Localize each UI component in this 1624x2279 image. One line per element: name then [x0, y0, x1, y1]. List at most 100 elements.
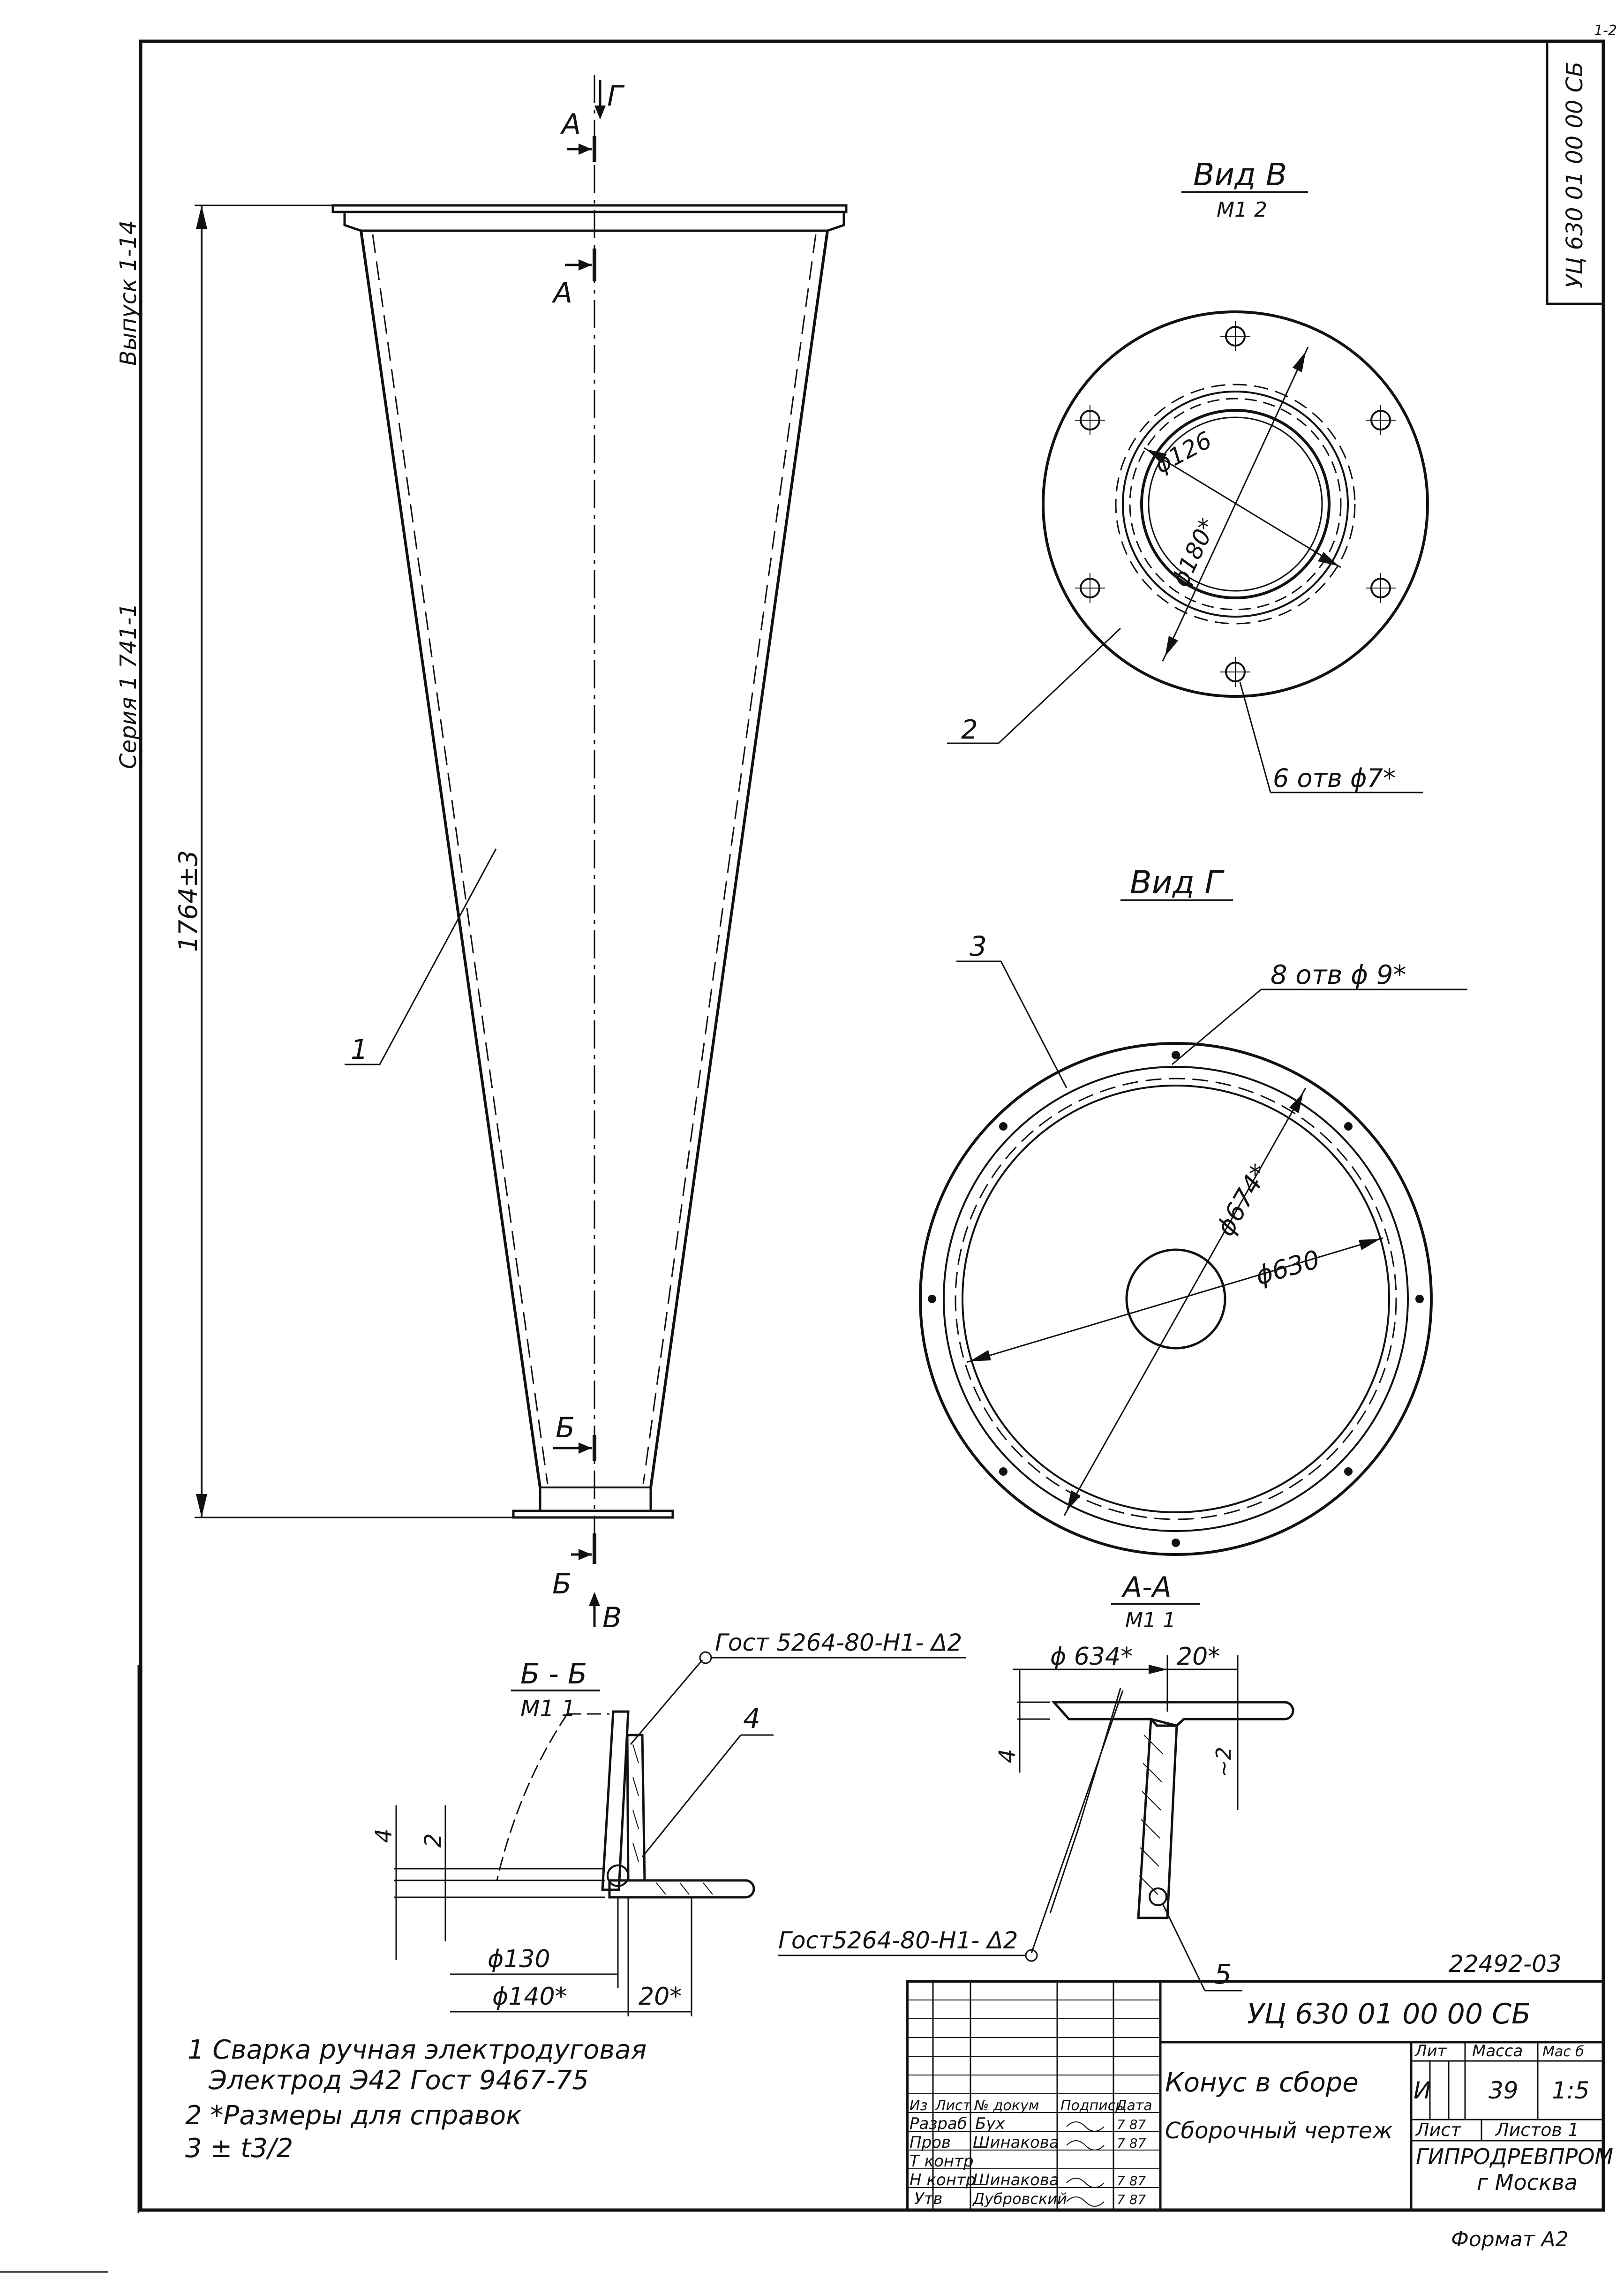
- technical-notes: 1 Сварка ручная электродуговая Электрод …: [185, 2035, 647, 2164]
- bb-weld-bead: [607, 1864, 629, 1887]
- inventory-number: 22492-03: [1449, 1950, 1562, 1977]
- tb-date-razrab: 7 87: [1117, 2117, 1146, 2132]
- note-2: 2 *Размеры для справок: [185, 2100, 522, 2131]
- dim-674-text: ϕ674*: [1210, 1159, 1275, 1241]
- tb-name-utv: Дубровский: [972, 2190, 1067, 2208]
- cone-wall-left: [360, 230, 541, 1488]
- dim-126-line: [1143, 447, 1341, 568]
- view-g-hole: [928, 1295, 936, 1303]
- tb-lit-label: Лит: [1414, 2042, 1447, 2060]
- title-block: 22492-03 УЦ 630 01 00 00 СБ Конус в сбор…: [906, 1950, 1613, 2211]
- drawing-frame: [139, 39, 1605, 2212]
- tb-org-line2: г Москва: [1477, 2170, 1578, 2195]
- view-g-hole: [1344, 1122, 1353, 1131]
- tb-col-sign: Подпись: [1060, 2098, 1124, 2114]
- view-g-label: Г: [607, 80, 625, 113]
- dim-2-bb-text: 2: [420, 1833, 446, 1848]
- view-g-holes: [928, 1051, 1424, 1547]
- view-g-hole: [999, 1122, 1007, 1131]
- view-b-holes: [1075, 321, 1396, 687]
- part-1-label: 1: [351, 1034, 368, 1065]
- view-g-ring-3: [962, 1085, 1390, 1513]
- section-bb-title: Б - Б: [520, 1658, 587, 1690]
- view-b-bolt-circle: [1115, 384, 1356, 625]
- bb-flange: [608, 1879, 755, 1899]
- dim-130-text: ϕ130: [488, 1945, 550, 1973]
- view-v-arrowhead: [589, 1592, 600, 1606]
- bottom-flange: [512, 1509, 674, 1519]
- tb-col-date: Дата: [1115, 2098, 1152, 2114]
- dim-2-aa-text: ~2: [1212, 1747, 1236, 1777]
- corner-mark: 1-2: [1594, 23, 1617, 39]
- note-1: 1 Сварка ручная электродуговая: [188, 2035, 647, 2065]
- view-b-title: Вид В: [1193, 157, 1287, 193]
- aa-weld-label: Гост5264-80-Н1- Δ2: [778, 1927, 1018, 1954]
- holes-leader: [1239, 682, 1271, 793]
- tb-hlines-right: [1411, 2060, 1603, 2142]
- tb-col-list: Лист: [935, 2098, 972, 2114]
- section-b-label-top: Б: [556, 1411, 575, 1444]
- section-b-arrowhead-low: [579, 1549, 592, 1560]
- view-b-hole-crosses: [1075, 321, 1396, 687]
- note-1b: Электрод Э42 Гост 9467-75: [208, 2065, 589, 2096]
- part-5-label: 5: [1214, 1958, 1232, 1990]
- issue-label: Выпуск 1-14: [115, 220, 142, 366]
- cone-hidden-left: [372, 234, 549, 1485]
- section-a-arrowhead-low: [579, 259, 592, 271]
- view-b-ring-2: [1129, 398, 1342, 611]
- part-2-leader: [998, 627, 1121, 744]
- cone-wall-right: [649, 230, 829, 1488]
- section-b-arrowhead-top: [579, 1442, 592, 1454]
- part-1-leader: [379, 848, 497, 1065]
- tb-mass-value: 39: [1489, 2077, 1519, 2104]
- tb-row-nkontr: Н контр: [910, 2171, 976, 2189]
- tb-col-izm: Из: [910, 2098, 927, 2114]
- section-a-label-low: А: [551, 277, 572, 309]
- bb-spigot: [626, 1734, 646, 1882]
- tb-hlines-left: [907, 2000, 1160, 2188]
- aa-weld-leader: [1030, 1690, 1124, 1954]
- dim-4-bb-text: 4: [371, 1828, 397, 1843]
- view-g-hole: [1172, 1051, 1180, 1059]
- view-g-title: Вид Г: [1130, 864, 1225, 901]
- view-g-outer: [919, 1042, 1433, 1556]
- dim-140-text: ϕ140*: [492, 1983, 567, 2011]
- bb-weld-symbol: [699, 1651, 712, 1664]
- part-4-leader: [641, 1735, 742, 1857]
- part-2-label: 2: [961, 715, 978, 745]
- section-a-label-top: А: [560, 108, 581, 141]
- holes-g-leader: [1172, 989, 1262, 1065]
- aa-wall: [1137, 1717, 1178, 1919]
- series-label: Серия 1 741-1: [115, 603, 142, 769]
- view-g-ring-1: [943, 1066, 1409, 1532]
- top-flange-ring: [343, 212, 845, 232]
- aa-flange: [1051, 1701, 1294, 1727]
- view-g-hole: [1415, 1295, 1424, 1303]
- tb-row-prov: Пров: [910, 2133, 951, 2152]
- tb-lit-value: И: [1413, 2077, 1431, 2104]
- view-b: Вид В М1 2 ϕ126 ϕ180* 2 6: [947, 157, 1429, 793]
- view-b-bore: [1140, 409, 1331, 599]
- tb-name-nkontr: Шинакова: [973, 2171, 1059, 2189]
- tb-row-utv: Утв: [914, 2189, 943, 2208]
- part-3-leader: [1000, 961, 1068, 1088]
- tb-col-doc: № докум: [973, 2098, 1039, 2114]
- bottom-spigot: [539, 1487, 652, 1511]
- cone-hidden-right: [642, 234, 817, 1485]
- tb-signatures: [1066, 2121, 1105, 2207]
- aa-hatch: [1139, 1735, 1163, 1895]
- part-3-label: 3: [970, 930, 987, 962]
- section-bb-scale: М1 1: [520, 1696, 576, 1722]
- view-g-ring-2: [955, 1078, 1397, 1520]
- aa-breakline: [1049, 1688, 1121, 1914]
- part-4-label: 4: [743, 1703, 760, 1735]
- dim-630-text: ϕ630: [1252, 1245, 1323, 1291]
- view-g-hole: [999, 1467, 1007, 1476]
- view-b-ring-1: [1122, 391, 1349, 618]
- tb-name-line2: Сборочный чертеж: [1165, 2118, 1393, 2144]
- tb-scale-value: 1:5: [1552, 2077, 1589, 2104]
- format-label: Формат А2: [1451, 2227, 1569, 2251]
- view-g-center-bore: [1125, 1248, 1226, 1350]
- view-b-scale: М1 2: [1217, 198, 1267, 222]
